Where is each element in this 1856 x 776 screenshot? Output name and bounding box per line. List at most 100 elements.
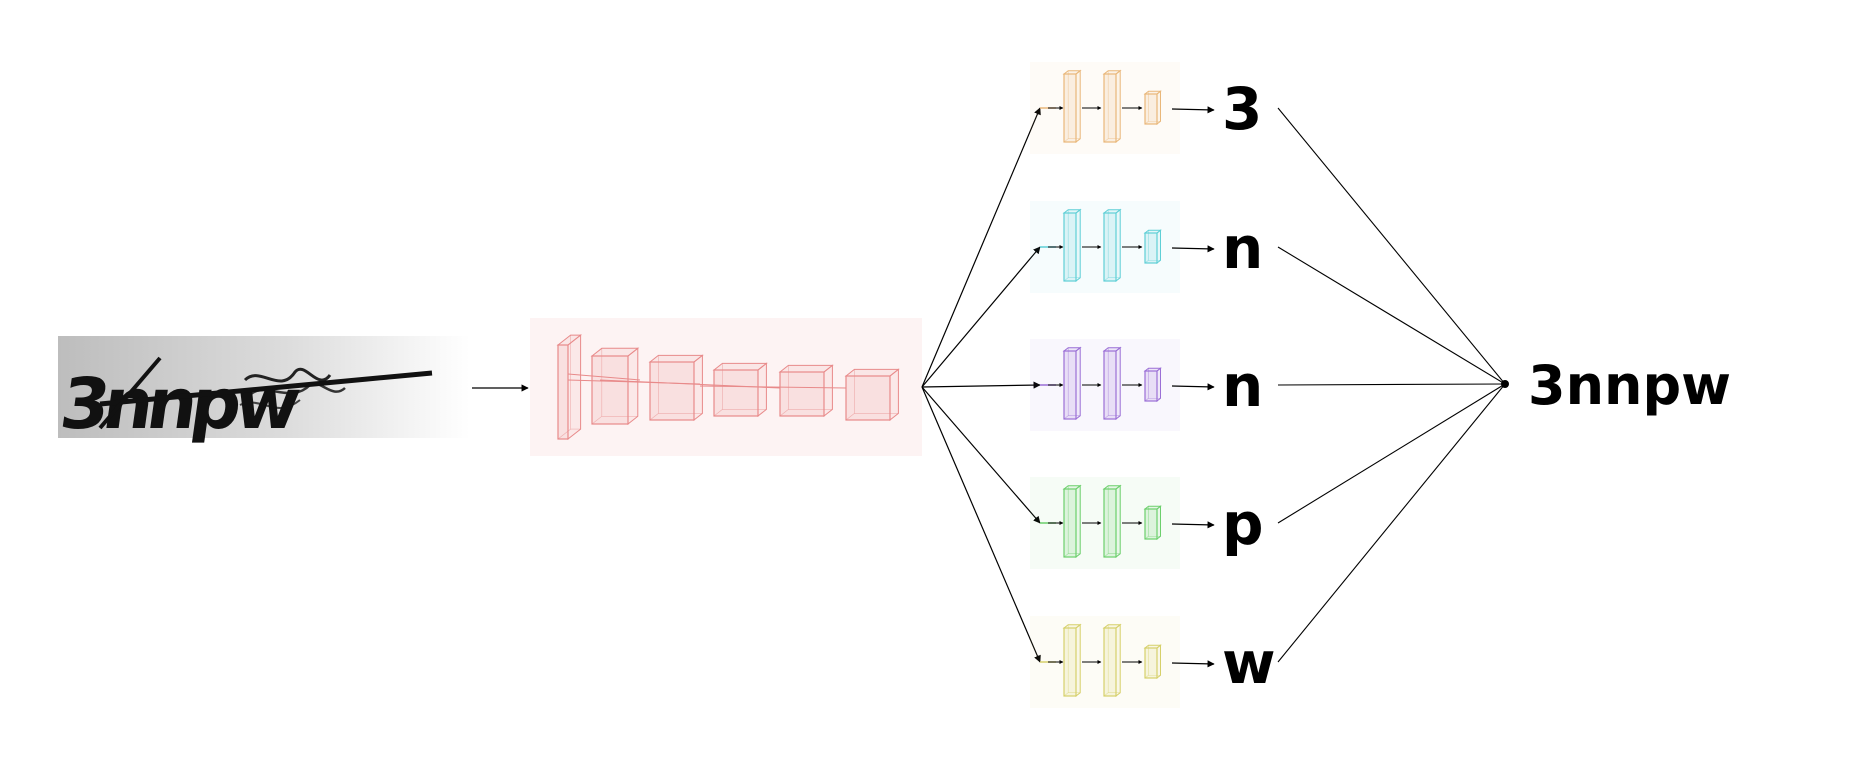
backbone-connections xyxy=(567,373,847,389)
head-output-layer-side xyxy=(1156,367,1161,403)
head-layer-1-side xyxy=(1075,484,1081,559)
result-text: 3nnpw xyxy=(1528,354,1731,417)
head-output-layer-front xyxy=(1144,370,1158,402)
head-output-layer-depth-edge xyxy=(1144,121,1149,125)
merge-line-1 xyxy=(1277,107,1506,385)
head-layer-1-side xyxy=(1075,346,1081,421)
head-char-label: n xyxy=(1222,352,1263,420)
fan-arrow-5 xyxy=(921,386,1041,663)
fan-arrow-3 xyxy=(921,381,1041,389)
head-output-layer-depth-edge xyxy=(1144,398,1149,402)
backbone-block-1-front xyxy=(591,355,629,425)
head-layer-1-side xyxy=(1075,623,1081,698)
merge-lines xyxy=(1277,107,1506,663)
backbone-block-2 xyxy=(648,354,704,422)
head-layer-1-depth-edge xyxy=(1063,138,1069,143)
merge-line-4 xyxy=(1277,383,1506,524)
backbone-input-slab-front xyxy=(557,344,569,440)
head-layer-1-side xyxy=(1075,69,1081,144)
head-char-label: 3 xyxy=(1222,75,1262,143)
head-layer-1 xyxy=(1062,484,1082,559)
head-4: p xyxy=(1030,477,1264,569)
head-layer-2 xyxy=(1102,623,1122,698)
head-layer-2-side xyxy=(1115,484,1121,559)
backbone-block-5-side xyxy=(889,368,899,422)
head-layer-2-front xyxy=(1103,73,1117,143)
head-layer-2-side xyxy=(1115,208,1121,283)
head-layer-1-depth-edge xyxy=(1063,553,1069,558)
fan-arrow-4 xyxy=(921,386,1041,524)
head-arrow-to-char xyxy=(1171,106,1215,114)
head-layer-1-front xyxy=(1063,212,1077,282)
head-layer-1 xyxy=(1062,346,1082,421)
backbone-cnn xyxy=(530,318,922,456)
head-char-label: w xyxy=(1222,629,1276,697)
head-layer-1-front xyxy=(1063,488,1077,558)
head-output-layer-depth-edge xyxy=(1144,675,1149,679)
head-layer-2-side xyxy=(1115,623,1121,698)
fan-out-arrows xyxy=(921,107,1041,663)
head-layer-1 xyxy=(1062,208,1082,283)
head-layer-2-front xyxy=(1103,350,1117,420)
backbone-block-4-side xyxy=(823,364,833,418)
head-output-layer-side xyxy=(1156,229,1161,265)
head-output-layer-side xyxy=(1156,505,1161,541)
head-layer-2-front xyxy=(1103,488,1117,558)
head-output-layer-depth-edge xyxy=(1144,260,1149,264)
head-layer-2-depth-edge xyxy=(1103,553,1109,558)
merge-line-2 xyxy=(1277,246,1506,385)
head-output-layer xyxy=(1143,644,1162,680)
head-output-layer-front xyxy=(1144,232,1158,264)
head-arrow-to-char xyxy=(1171,660,1215,668)
head-1: 3 xyxy=(1030,62,1262,154)
backbone-background xyxy=(530,318,922,456)
head-char-label: n xyxy=(1222,214,1263,282)
backbone-block-1 xyxy=(590,347,640,426)
head-layer-2-front xyxy=(1103,212,1117,282)
backbone-block-1-side xyxy=(627,347,639,426)
head-output-layer xyxy=(1143,90,1162,126)
head-layer-1 xyxy=(1062,69,1082,144)
head-arrow-to-char xyxy=(1171,245,1215,253)
head-layer-2-depth-edge xyxy=(1103,138,1109,143)
head-layer-2-depth-edge xyxy=(1103,277,1109,282)
captcha-strike-line-2 xyxy=(98,356,162,430)
head-char-label: p xyxy=(1222,490,1264,558)
head-layer-1 xyxy=(1062,623,1082,698)
head-layer-1-side xyxy=(1075,208,1081,283)
head-layer-1-depth-edge xyxy=(1063,277,1069,282)
backbone-block-4 xyxy=(778,364,834,418)
head-layer-1-front xyxy=(1063,350,1077,420)
backbone-input-slab-side xyxy=(567,334,582,441)
backbone-conn-1 xyxy=(567,373,641,381)
fan-arrow-2 xyxy=(921,246,1041,388)
merge-line-5 xyxy=(1277,383,1506,663)
head-output-layer xyxy=(1143,505,1162,541)
backbone-conn-4 xyxy=(699,385,847,389)
head-layer-2-side xyxy=(1115,69,1121,144)
head-output-layer-front xyxy=(1144,93,1158,125)
merge-node xyxy=(1501,380,1509,388)
head-layer-1-front xyxy=(1063,627,1077,697)
head-layer-2-front xyxy=(1103,627,1117,697)
head-output-layer-side xyxy=(1156,644,1161,680)
head-arrow-to-char xyxy=(1171,383,1215,391)
head-layer-2 xyxy=(1102,208,1122,283)
backbone-block-3-depth-edge xyxy=(713,409,723,417)
character-heads: 3 n n p w xyxy=(1030,62,1276,708)
backbone-block-4-depth-edge xyxy=(779,409,789,417)
head-5: w xyxy=(1030,616,1276,708)
backbone-block-5 xyxy=(844,368,900,422)
head-output-layer-front xyxy=(1144,508,1158,540)
head-output-layer-front xyxy=(1144,647,1158,679)
head-layer-1-depth-edge xyxy=(1063,692,1069,697)
head-layer-2 xyxy=(1102,346,1122,421)
fan-arrow-1 xyxy=(921,107,1041,388)
backbone-block-2-side xyxy=(693,354,703,422)
head-output-layer-side xyxy=(1156,90,1161,126)
backbone-block-3 xyxy=(712,362,768,418)
captcha-strike-line xyxy=(99,370,433,407)
captcha-text: 3nnpw xyxy=(55,363,304,445)
input-captcha-image: 3nnpw xyxy=(55,336,470,445)
head-layer-2-depth-edge xyxy=(1103,415,1109,420)
